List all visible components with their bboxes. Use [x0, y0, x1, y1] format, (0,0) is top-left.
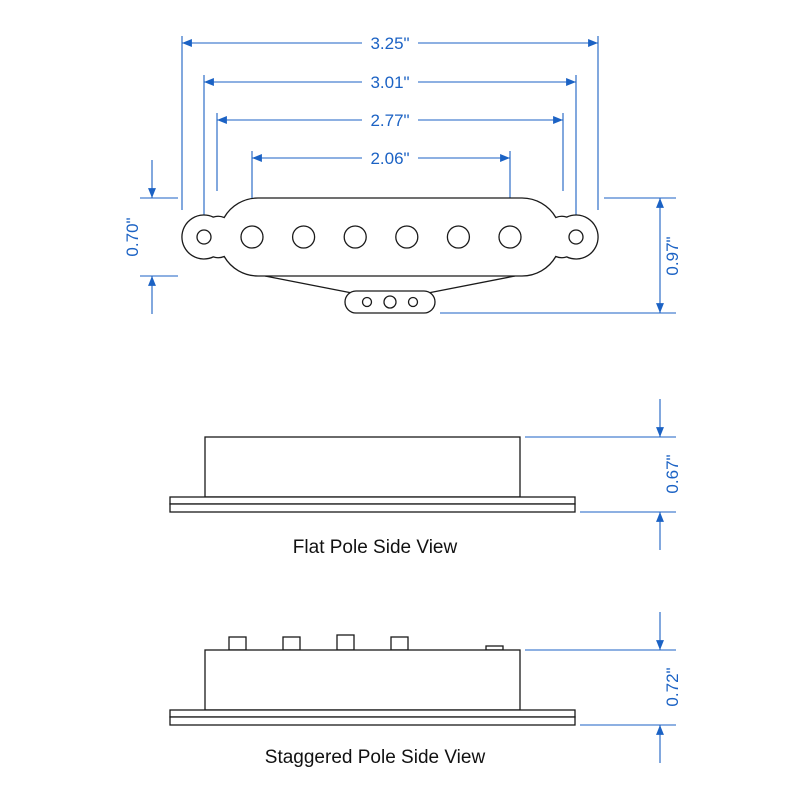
pole-piece [240, 225, 264, 249]
dim-height-overall: 0.97" [440, 197, 682, 314]
dim-width-mounting-holes: 3.01" [203, 73, 577, 228]
view-label: Flat Pole Side View [293, 537, 458, 558]
dim-width-overall: 3.25" [181, 34, 599, 210]
flatwork-plate-bottom [169, 503, 576, 513]
pole-piece [343, 225, 367, 249]
flatwork-plate-top [169, 709, 576, 718]
flatwork-plate-bottom [169, 716, 576, 726]
dim-height-body: 0.70" [123, 160, 178, 314]
top-view: 3.25" 3.01" 2.77" 2.06" [123, 34, 682, 314]
pole-bump [282, 636, 301, 651]
view-label: Staggered Pole Side View [265, 747, 486, 768]
bottom-tab-edge [427, 275, 516, 294]
pole-piece [291, 225, 316, 249]
flat-pole-side-view: Flat Pole Side View 0.67" [169, 399, 682, 558]
dimension-text: 2.77" [370, 111, 409, 130]
pickup-body-outline [181, 197, 599, 277]
pole-bump [228, 636, 247, 651]
dim-height-flat: 0.67" [525, 399, 682, 550]
dim-height-staggered: 0.72" [525, 612, 682, 763]
mounting-hole-right [568, 229, 584, 245]
dimension-text: 0.97" [663, 236, 682, 275]
staggered-pole-side-view: Staggered Pole Side View 0.72" [169, 612, 682, 768]
bottom-tab-edge [264, 275, 353, 294]
dimension-text: 2.06" [370, 149, 409, 168]
dim-width-body: 2.77" [216, 111, 564, 191]
dimension-text: 0.72" [663, 667, 682, 706]
dimension-text: 0.67" [663, 454, 682, 493]
tab-hole [407, 296, 419, 308]
pole-bump [336, 634, 355, 651]
pole-piece [446, 225, 471, 249]
bobbin-body [204, 436, 521, 498]
bobbin-body [204, 649, 521, 711]
dim-width-pole-span: 2.06" [251, 149, 511, 220]
dimension-text: 3.25" [370, 34, 409, 53]
dimension-text: 0.70" [123, 217, 142, 256]
dimension-text: 3.01" [370, 73, 409, 92]
tab-hole [361, 296, 373, 308]
mounting-hole-left [196, 229, 212, 245]
pole-piece [395, 225, 419, 249]
pole-bump [390, 636, 409, 651]
tab-hole [383, 295, 397, 309]
flatwork-plate-top [169, 496, 576, 505]
pole-piece [498, 225, 522, 249]
